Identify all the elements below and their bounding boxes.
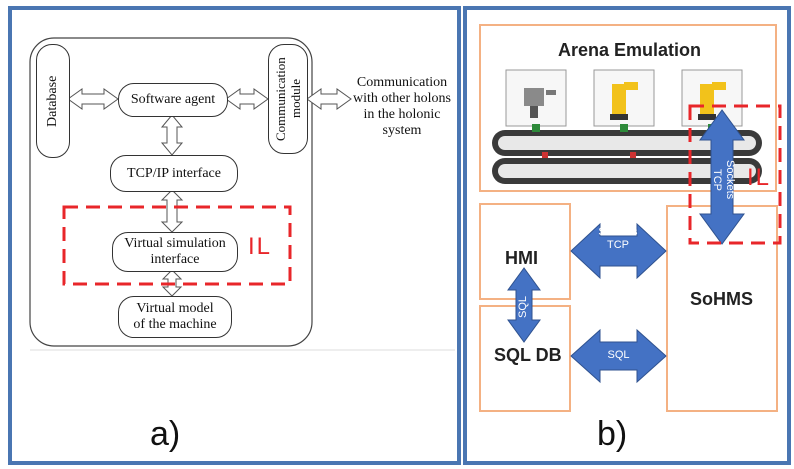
arrow-hmi-sqldb-label: SQL: [517, 296, 529, 319]
panel-b-label: b): [597, 415, 628, 453]
robot-station-2: [593, 69, 655, 127]
holon-container: [29, 37, 313, 347]
panel-b: [463, 6, 791, 465]
sqldb-box: [479, 305, 571, 412]
robot-station-3: [681, 69, 743, 127]
software-agent-box: Software agent: [118, 83, 228, 117]
comm-line-4: system: [382, 123, 422, 138]
arrow-vertical-line-1: Sockets: [724, 160, 736, 200]
il-label-a: IL: [248, 233, 273, 260]
sohms-box: [666, 205, 778, 412]
hmi-label: HMI: [505, 248, 538, 268]
arrow-hmi-sqldb: [507, 267, 541, 343]
il-box-b: [688, 104, 782, 245]
virtual-sim-line-1: Virtual simulation: [124, 236, 226, 251]
arrow-hmi-sqldb-text: SQL: [517, 296, 531, 318]
software-agent-label: Software agent: [130, 92, 216, 107]
tcp-box: TCP/IP interface: [110, 155, 238, 192]
arrow-hmi-sohms-line-1: Sockets: [598, 226, 638, 238]
comm-line-1: Communication: [356, 75, 448, 90]
il-label-b: IL: [747, 164, 772, 191]
comm-external-text: Communication with other holons in the h…: [346, 75, 458, 139]
arrow-hmi-sohms: [570, 222, 667, 280]
arrow-hmi-sohms-line-2: TCP: [607, 239, 629, 251]
arena-title: Arena Emulation: [558, 40, 702, 60]
arrow-vertical-text: Sockets TCP: [706, 150, 736, 210]
virtual-sim-box: Virtual simulation interface: [112, 232, 238, 272]
arrow-hmi-sohms-text: Sockets TCP: [598, 226, 638, 252]
comm-line-3: in the holonic: [363, 107, 441, 122]
panel-a: [8, 6, 461, 465]
arrow-sqldb-sohms-label: SQL: [607, 349, 630, 361]
comm-line-2: with other holons: [353, 91, 451, 106]
virtual-sim-line-2: interface: [150, 252, 200, 267]
panel-a-label: a): [150, 415, 181, 453]
sohms-label: SoHMS: [690, 289, 753, 309]
arrow-sqldb-sohms-text: SQL: [600, 349, 637, 362]
tcp-label: TCP/IP interface: [127, 165, 221, 181]
arrow-arena-sohms: [699, 109, 745, 245]
arrow-comm-external: [306, 88, 352, 110]
virtual-model-box: Virtual model of the machine: [118, 296, 232, 338]
il-box-a: [62, 205, 292, 286]
virtual-model-line-2: of the machine: [133, 317, 217, 332]
robot-station-1: [505, 69, 567, 127]
virtual-model-line-1: Virtual model: [136, 301, 214, 316]
arrow-vertical-line-2: TCP: [711, 169, 723, 191]
arrow-sqldb-sohms: [570, 328, 667, 384]
sqldb-label: SQL DB: [494, 345, 562, 365]
